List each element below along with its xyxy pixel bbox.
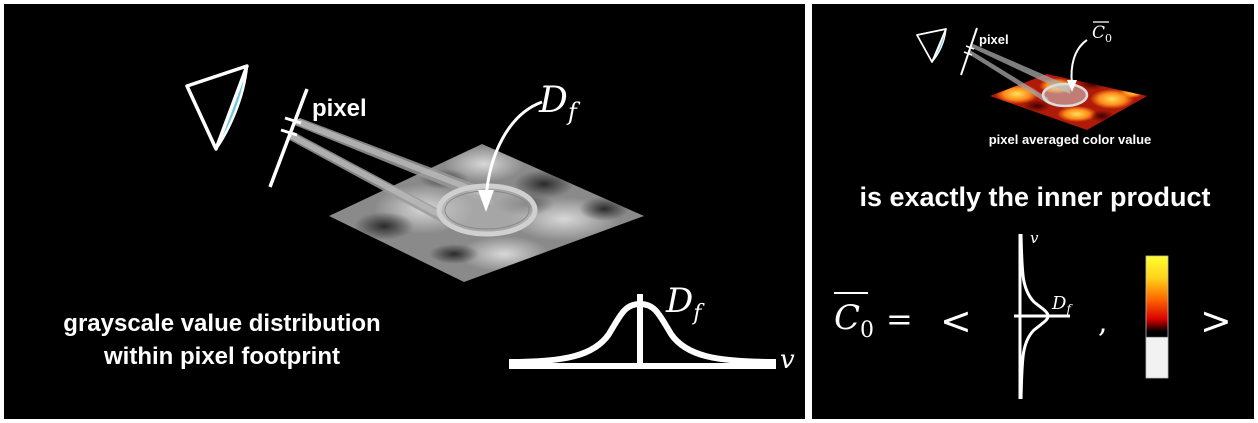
right-panel: C0 pixel pixel averaged color value is e… — [812, 4, 1254, 419]
eq-lhs: C0 — [834, 298, 874, 343]
eye-icon-small — [916, 28, 947, 63]
left-diagram: Df pixel grayscale value distribution wi… — [63, 64, 795, 375]
caption-line-2: within pixel footprint — [103, 343, 340, 370]
pixel-label: pixel — [312, 95, 367, 122]
df-arrow — [478, 100, 543, 212]
headline: is exactly the inner product — [859, 182, 1210, 212]
left-panel: Df pixel grayscale value distribution wi… — [4, 4, 805, 419]
open-bracket: < — [940, 299, 972, 343]
color-distribution-bar — [1145, 255, 1169, 379]
pixel-footprint-small — [1041, 82, 1089, 108]
curve-df-label: Df — [665, 281, 705, 326]
comma: , — [1098, 305, 1108, 340]
df-label-small: Df — [1051, 293, 1073, 316]
right-diagram: C0 pixel pixel averaged color value is e… — [834, 21, 1232, 400]
image-plane-line-small — [960, 27, 978, 76]
eq-sign: = — [886, 300, 913, 338]
eye-icon — [185, 64, 249, 151]
axis-v-label-small: v — [1030, 229, 1039, 247]
c0-arrow — [1067, 39, 1088, 92]
vertical-distribution — [1014, 233, 1070, 400]
pixel-label-small: pixel — [979, 32, 1009, 47]
pixel-beam — [286, 118, 494, 226]
distribution-curve — [508, 294, 777, 369]
averaged-caption: pixel averaged color value — [989, 132, 1152, 147]
axis-v-label: v — [780, 345, 795, 375]
c0-label: C0 — [1092, 23, 1112, 45]
pixel-beam-small — [967, 44, 1070, 105]
image-plane-line — [268, 88, 309, 188]
close-bracket: > — [1200, 299, 1232, 343]
df-label: Df — [538, 80, 581, 126]
caption-line-1: grayscale value distribution — [63, 310, 380, 337]
